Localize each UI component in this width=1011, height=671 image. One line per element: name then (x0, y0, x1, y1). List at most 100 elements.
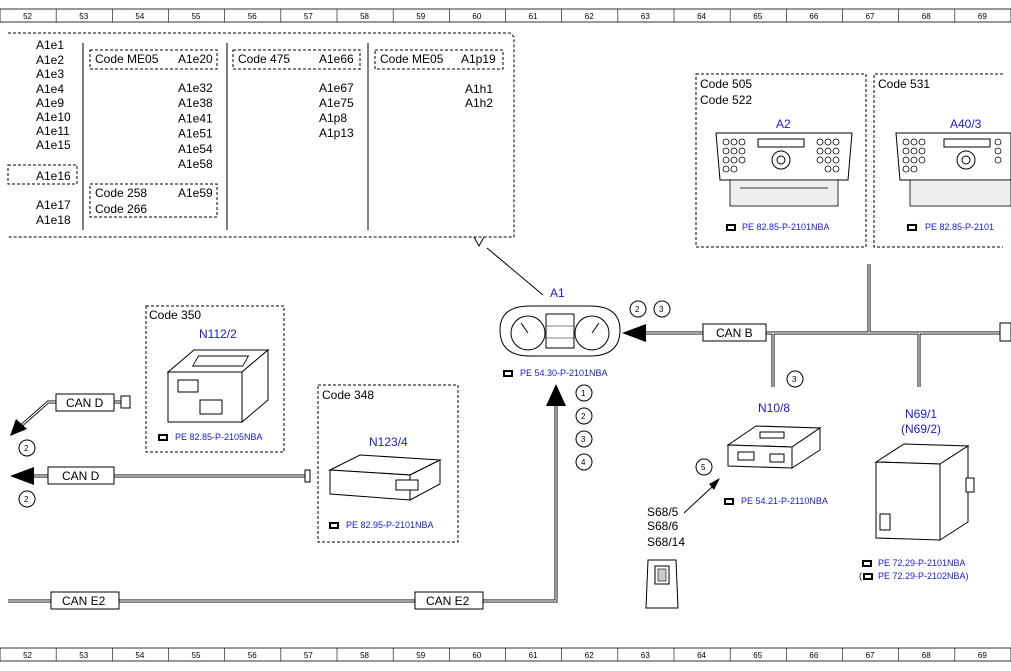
pin-label: A1e59 (178, 186, 213, 200)
marker-label: 5 (701, 463, 706, 472)
display-unit-icon (895, 132, 1011, 207)
component-label-a40-3: A40/3 (950, 117, 982, 131)
can-b-bus: CAN B 2 3 3 (622, 264, 1011, 388)
ruler-label: 68 (922, 12, 931, 21)
component-label-a1: A1 (550, 286, 565, 300)
pin-label: A1e51 (178, 127, 213, 141)
code-label: Code 350 (149, 308, 201, 322)
marker (575, 453, 593, 471)
bus-label-can-e2: CAN E2 (426, 594, 470, 608)
reference-link[interactable]: PE 82.85-P-2105NBA (175, 432, 263, 442)
ruler-label: 64 (697, 12, 706, 21)
marker-label: 3 (659, 305, 664, 314)
sam-module-icon (726, 425, 822, 469)
marker-label: 4 (581, 458, 586, 467)
code-label: Code 505 (700, 77, 752, 91)
code-me05-box (89, 49, 218, 70)
code-label: Code 531 (878, 77, 930, 91)
ruler-label: 54 (135, 651, 144, 660)
ruler-label: 64 (697, 651, 706, 660)
reference-link[interactable]: PE 82.95-P-2101NBA (346, 520, 434, 530)
n69-1-module: N69/1 (N69/2) PE 72.29-P-2101NBA ( PE 72… (859, 407, 975, 581)
pin-label: A1e41 (178, 111, 213, 125)
code-label: Code ME05 (95, 52, 159, 66)
ruler-label: 56 (248, 651, 257, 660)
door-module-icon (874, 443, 975, 541)
reference-link[interactable]: PE 72.29-P-2102NBA) (878, 571, 969, 581)
pin-label: A1h1 (465, 82, 493, 96)
n112-2-box: Code 350 N112/2 PE 82.85-P-2105NBA (145, 305, 285, 453)
pin-label: A1e18 (36, 213, 71, 227)
code-label: Code 266 (95, 202, 147, 216)
pin-label: A1e20 (178, 52, 213, 66)
marker-label: 3 (792, 375, 797, 384)
pin-label: A1e3 (36, 67, 64, 81)
ruler-label: 54 (135, 12, 144, 21)
marker-label: 2 (24, 444, 29, 453)
ruler-label: 58 (360, 12, 369, 21)
ruler-label: 57 (304, 651, 313, 660)
reference-link[interactable]: PE 82.85-P-2101NBA (742, 222, 830, 232)
marker-label: 1 (581, 389, 586, 398)
switch-label: S68/6 (647, 519, 679, 533)
can-d-upper-bus: CAN D 2 (10, 393, 131, 457)
code-label: Code 475 (238, 52, 290, 66)
s68-buckle-switch: S68/5 S68/6 S68/14 (645, 505, 685, 609)
a1-instrument-cluster: A1 PE 54.30-P-2101NBA 1 2 3 4 (499, 286, 621, 471)
reference-link[interactable]: PE 54.30-P-2101NBA (520, 368, 608, 378)
control-module-icon (166, 348, 270, 424)
ruler-label: 67 (866, 12, 875, 21)
bus-label-can-d: CAN D (66, 396, 104, 410)
ruler-label: 62 (585, 651, 594, 660)
pin-label: A1p13 (319, 126, 354, 140)
pin-label: A1e2 (36, 53, 64, 67)
seat-belt-buckle-icon (645, 559, 679, 609)
head-unit-icon (715, 132, 853, 207)
pin-label: A1e1 (36, 38, 64, 52)
pin-label: A1e75 (319, 96, 354, 110)
switch-label: S68/5 (647, 505, 679, 519)
pin-label: A1e17 (36, 198, 71, 212)
marker-label: 2 (635, 305, 640, 314)
pin-label: A1e10 (36, 110, 71, 124)
bus-label-can-e2: CAN E2 (62, 594, 106, 608)
code-label: Code 522 (700, 93, 752, 107)
marker (575, 430, 593, 448)
ruler-label: 59 (416, 651, 425, 660)
pin-label: A1e67 (319, 81, 354, 95)
ruler-label: 60 (472, 12, 481, 21)
switch-label: S68/14 (647, 535, 685, 549)
can-d-lower-bus: CAN D 2 (10, 466, 311, 508)
marker-label: 3 (581, 435, 586, 444)
paren-open: ( (859, 571, 862, 581)
pin-label: A1p19 (461, 52, 496, 66)
pin-label: A1e58 (178, 157, 213, 171)
ruler-label: 58 (360, 651, 369, 660)
reference-link[interactable]: PE 54.21-P-2110NBA (741, 496, 828, 506)
ruler-label: 63 (641, 651, 650, 660)
ruler-label: 65 (753, 651, 762, 660)
component-label-n123-4: N123/4 (369, 435, 408, 449)
reference-link[interactable]: PE 82.85-P-2101 (925, 222, 994, 232)
pin-label: A1e38 (178, 96, 213, 110)
ruler-label: 53 (79, 651, 88, 660)
reference-link[interactable]: PE 72.29-P-2101NBA (878, 558, 966, 568)
telematics-module-icon (328, 454, 442, 501)
ruler-label: 62 (585, 12, 594, 21)
ruler-label: 69 (978, 651, 987, 660)
code-label: Code 348 (322, 388, 374, 402)
bus-label-can-b: CAN B (716, 326, 753, 340)
ruler-label: 52 (23, 12, 32, 21)
pin-label: A1e66 (319, 52, 354, 66)
pin-label: A1e54 (178, 142, 213, 156)
code-label: Code ME05 (380, 52, 444, 66)
ruler-label: 69 (978, 12, 987, 21)
pin-label: A1e4 (36, 82, 64, 96)
marker-label: 2 (581, 412, 586, 421)
ruler-label: 55 (192, 12, 201, 21)
component-label-n10-8: N10/8 (758, 401, 790, 415)
ruler-label: 66 (809, 651, 818, 660)
ruler-label: 55 (192, 651, 201, 660)
pin-label: A1p8 (319, 111, 347, 125)
